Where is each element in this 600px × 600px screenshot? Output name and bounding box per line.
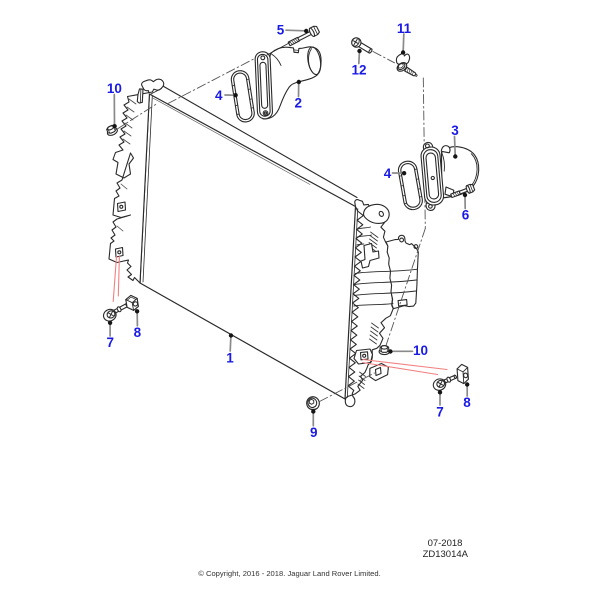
svg-text:10: 10	[413, 343, 428, 358]
svg-text:7: 7	[106, 335, 114, 350]
svg-text:9: 9	[310, 425, 318, 440]
svg-text:1: 1	[226, 351, 234, 366]
svg-text:7: 7	[436, 405, 444, 420]
svg-text:5: 5	[277, 23, 285, 38]
svg-text:07-2018: 07-2018	[428, 538, 463, 549]
svg-text:3: 3	[451, 123, 459, 138]
svg-text:ZD13014A: ZD13014A	[423, 549, 469, 560]
svg-text:2: 2	[294, 96, 302, 111]
svg-text:8: 8	[463, 395, 471, 410]
svg-text:6: 6	[462, 208, 470, 223]
svg-text:11: 11	[397, 21, 412, 36]
svg-text:12: 12	[351, 63, 366, 78]
svg-text:8: 8	[134, 325, 142, 340]
svg-text:4: 4	[384, 166, 392, 181]
svg-text:4: 4	[215, 88, 223, 103]
svg-text:© Copyright, 2016 - 2018. Jagu: © Copyright, 2016 - 2018. Jaguar Land Ro…	[198, 569, 380, 578]
svg-text:10: 10	[107, 81, 122, 96]
